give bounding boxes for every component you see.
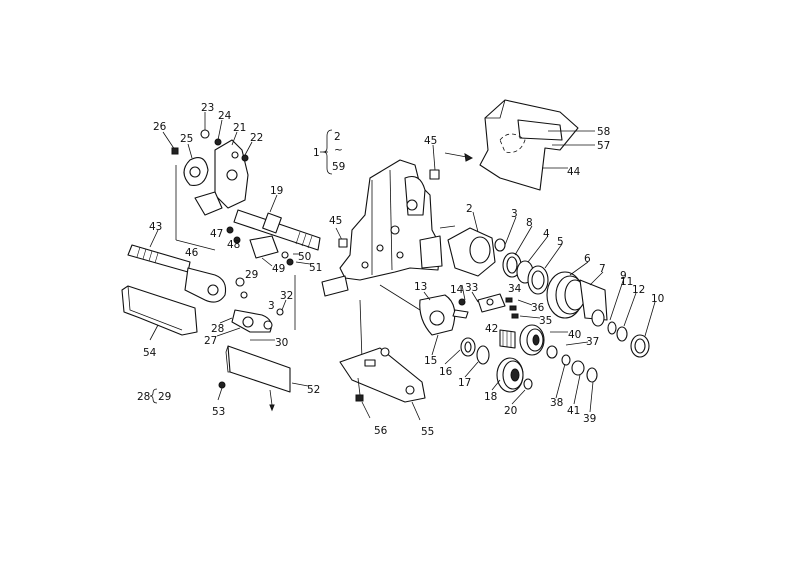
part-label-14: 14: [450, 284, 464, 296]
part-label-48: 48: [227, 239, 240, 251]
part-label-24: 24: [218, 110, 232, 122]
part-label-3: 3: [511, 208, 518, 220]
part-label-23: 23: [201, 102, 214, 114]
part-label-15: 15: [424, 355, 437, 367]
svg-text:~: ~: [334, 144, 343, 156]
part-label-10: 10: [651, 293, 664, 305]
part-label-22: 22: [250, 132, 263, 144]
part-label-55: 55: [421, 426, 434, 438]
legend-range-end: 59: [332, 161, 345, 173]
bottom-note: 28 29: [137, 388, 171, 404]
part-label-26: 26: [153, 121, 167, 133]
part-label-16: 16: [439, 366, 453, 378]
part-label-52: 52: [307, 384, 320, 396]
part-label-49: 49: [272, 263, 285, 275]
bottom-note-right: 29: [158, 391, 171, 403]
part-label-32: 32: [280, 290, 293, 302]
part-label-37: 37: [586, 336, 599, 348]
part-label-4: 4: [543, 228, 550, 240]
part-label-45b: 45: [329, 215, 342, 227]
part-label-41: 41: [567, 405, 580, 417]
universal-joint: [184, 267, 287, 341]
block-49: [226, 226, 311, 267]
bolt-45-top: [429, 144, 440, 180]
pulley-assembly-right: [499, 324, 598, 413]
part-label-50: 50: [298, 251, 311, 263]
part-label-30: 30: [275, 337, 288, 349]
part-label-5: 5: [557, 236, 564, 248]
part-label-7: 7: [599, 263, 606, 275]
part-label-9: 9: [620, 270, 627, 282]
bearing-housing-13: [419, 291, 469, 356]
bracket-21: [162, 112, 253, 216]
part-label-13: 13: [414, 281, 427, 293]
guard-54: [121, 285, 198, 341]
part-label-53: 53: [212, 406, 225, 418]
part-label-46: 46: [185, 247, 199, 259]
part-label-56: 56: [374, 425, 388, 437]
part-label-20: 20: [504, 405, 517, 417]
shaft-19: [233, 194, 321, 251]
part-label-51: 51: [309, 262, 322, 274]
part-label-38: 38: [550, 397, 563, 409]
bracket-33: [458, 284, 541, 319]
cover-44: [444, 99, 595, 191]
part-label-11: 11: [620, 276, 633, 288]
part-label-18: 18: [484, 391, 497, 403]
part-label-58: 58: [597, 126, 610, 138]
part-label-25: 25: [180, 133, 193, 145]
part-label-17: 17: [458, 377, 471, 389]
part-label-36: 36: [531, 302, 545, 314]
part-label-54: 54: [143, 347, 157, 359]
part-label-40: 40: [568, 329, 581, 341]
part-label-44: 44: [567, 166, 581, 178]
part-label-42: 42: [485, 323, 498, 335]
legend-bracket: 1 2 ~ 59: [313, 129, 345, 175]
part-label-8: 8: [526, 217, 533, 229]
legend-range-start: 2: [334, 131, 341, 143]
part-label-21: 21: [233, 122, 246, 134]
part-label-28: 28: [211, 323, 224, 335]
part-label-19: 19: [270, 185, 283, 197]
part-label-45a: 45: [424, 135, 437, 147]
part-label-12: 12: [632, 284, 645, 296]
part-label-27: 27: [204, 335, 217, 347]
part-label-33: 33: [465, 282, 478, 294]
part-label-57: 57: [597, 140, 610, 152]
legend-top-number: 1: [313, 147, 320, 159]
bottom-note-left: 28: [137, 391, 150, 403]
part-label-2: 2: [466, 203, 473, 215]
part-label-34: 34: [508, 283, 522, 295]
part-label-6: 6: [584, 253, 591, 265]
part-label-47: 47: [210, 228, 223, 240]
part-label-43: 43: [149, 221, 162, 233]
part-label-3b: 3: [268, 300, 275, 312]
pulley-assembly-left: [444, 337, 533, 405]
part-label-29: 29: [245, 269, 258, 281]
base-plate-55: [339, 347, 426, 421]
part-label-35: 35: [539, 315, 552, 327]
plate-52: [217, 345, 309, 412]
part-label-39: 39: [583, 413, 596, 425]
main-frame: [321, 159, 456, 361]
bolt-45-left: [335, 227, 348, 248]
bearing-stack: [447, 211, 656, 358]
